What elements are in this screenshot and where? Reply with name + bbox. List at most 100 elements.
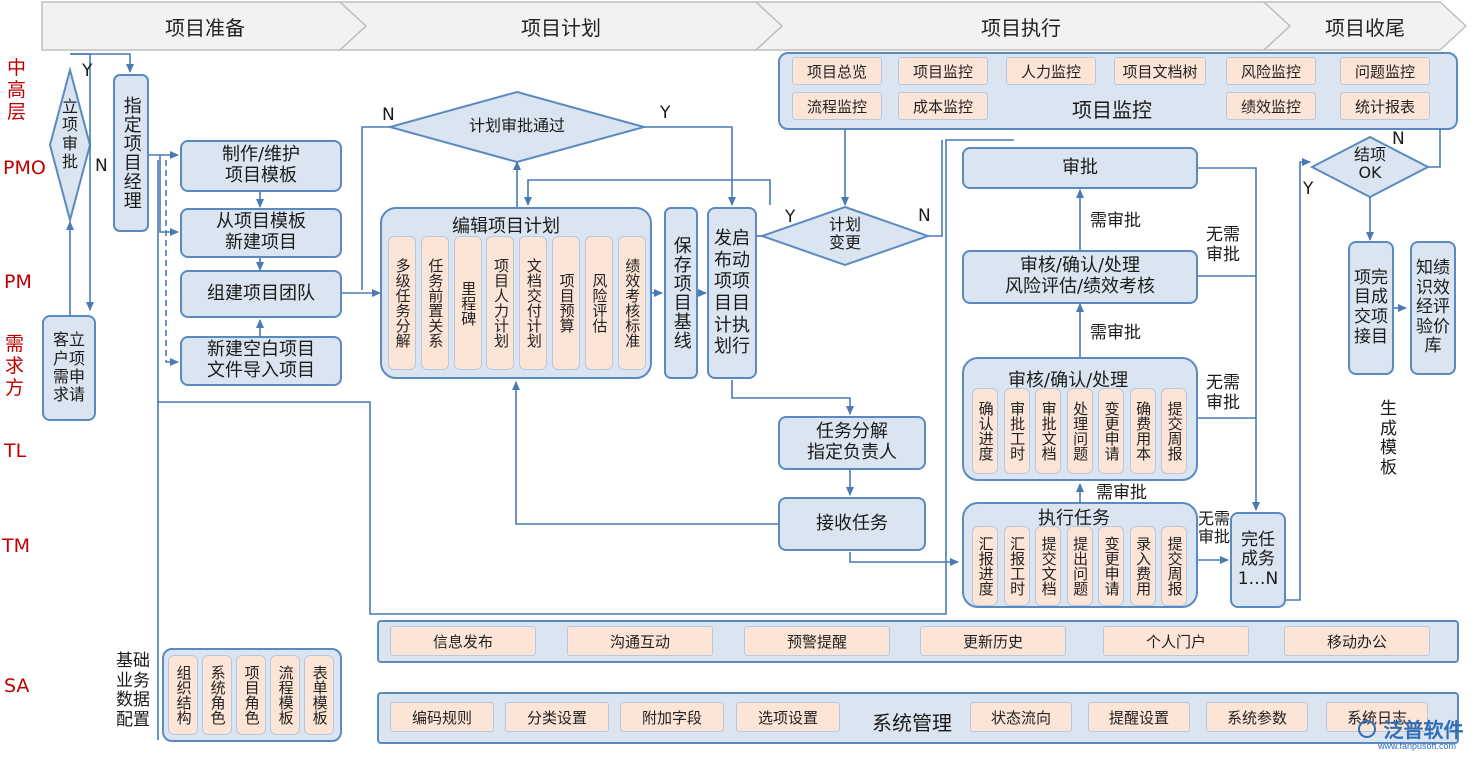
edit-plan-item[interactable]: 任务前置关系: [420, 236, 449, 370]
role-demand: 需 求 方: [5, 333, 25, 399]
monitor-chip[interactable]: 统计报表: [1340, 92, 1430, 120]
review-item[interactable]: 处理问题: [1066, 388, 1093, 474]
exec-item[interactable]: 提出问题: [1066, 526, 1093, 606]
collab-chip[interactable]: 移动办公: [1284, 626, 1430, 656]
generate-template-label: 生 成 模 板: [1380, 399, 1397, 478]
review-risk-box[interactable]: 审核/确认/处理 风险评估/绩效考核: [962, 250, 1198, 304]
sys-chip[interactable]: 分类设置: [505, 702, 609, 732]
close-no-label: N: [1392, 129, 1405, 149]
need-approval-label-2: 需审批: [1090, 323, 1141, 343]
edit-plan-item[interactable]: 风险评估: [584, 236, 613, 370]
collab-chip[interactable]: 预警提醒: [744, 626, 890, 656]
review-item[interactable]: 提交周报: [1161, 388, 1187, 474]
no-approval-label-2: 无需 审批: [1206, 373, 1240, 413]
sa-item[interactable]: 系统角色: [202, 655, 232, 735]
role-senior: 中 高 层: [7, 57, 27, 123]
review-process-title: 审核/确认/处理: [1008, 370, 1129, 391]
review-item[interactable]: 确费用本: [1129, 388, 1156, 474]
sys-chip[interactable]: 编码规则: [390, 702, 494, 732]
exec-item[interactable]: 提交文档: [1035, 526, 1061, 606]
sa-item[interactable]: 表单模板: [304, 655, 334, 735]
monitor-chip[interactable]: 人力监控: [1006, 57, 1096, 85]
phase-chevron-close: [1262, 1, 1468, 51]
edit-plan-title: 编辑项目计划: [452, 216, 560, 237]
collab-chip[interactable]: 更新历史: [920, 626, 1066, 656]
publish-plan-box[interactable]: 发启布动项项目目计执划行: [707, 207, 757, 379]
task-assign-box[interactable]: 任务分解 指定负责人: [778, 416, 926, 470]
team-box[interactable]: 组建项目团队: [180, 270, 342, 318]
sys-chip[interactable]: 系统日志: [1326, 702, 1428, 732]
knowledge-box[interactable]: 知绩 识效 经评 验价 库: [1410, 241, 1456, 375]
phase-exec-label: 项目执行: [981, 16, 1061, 40]
sa-item[interactable]: 项目角色: [236, 655, 266, 735]
complete-task-box[interactable]: 完任 成务 1…N: [1230, 512, 1286, 608]
sa-config-label: 基础 业务 数据 配置: [116, 651, 150, 730]
sys-chip[interactable]: 选项设置: [736, 702, 840, 732]
monitor-chip[interactable]: 绩效监控: [1226, 92, 1316, 120]
role-pm: PM: [4, 271, 32, 293]
save-baseline-box[interactable]: 保存项目基线: [664, 207, 698, 379]
approval-diamond-text: 立 项 审 批: [61, 97, 78, 172]
receive-task-box[interactable]: 接收任务: [778, 497, 926, 551]
handover-box[interactable]: 项完 目成 交项 接目: [1348, 241, 1394, 375]
edit-plan-item[interactable]: 项目人力计划: [486, 236, 515, 370]
brand-url: www.fanpusoft.com: [1378, 741, 1457, 751]
logo-icon: [1358, 719, 1376, 738]
phase-prep-label: 项目准备: [165, 16, 245, 40]
role-tm: TM: [2, 535, 30, 557]
exec-item[interactable]: 变更申请: [1098, 526, 1124, 606]
approval-yes-label: Y: [82, 61, 93, 81]
brand-name: 泛普软件: [1383, 720, 1464, 742]
review-item[interactable]: 确认进度: [972, 388, 998, 474]
exec-item[interactable]: 汇报进度: [972, 526, 998, 606]
monitor-chip[interactable]: 问题监控: [1340, 57, 1430, 85]
approval-no-label: N: [95, 156, 108, 176]
blank-import-box[interactable]: 新建空白项目 文件导入项目: [180, 336, 342, 386]
collab-chip[interactable]: 信息发布: [390, 626, 536, 656]
role-sa: SA: [4, 675, 30, 697]
sys-chip[interactable]: 系统参数: [1206, 702, 1308, 732]
edit-plan-item[interactable]: 里程碑: [453, 236, 482, 370]
collab-bar: [377, 620, 1459, 663]
exec-item[interactable]: 汇报工时: [1003, 526, 1030, 606]
review-item[interactable]: 审批文档: [1035, 388, 1061, 474]
exec-item[interactable]: 录入费用: [1129, 526, 1156, 606]
from-template-box[interactable]: 从项目模板 新建项目: [180, 208, 342, 258]
client-request-box[interactable]: 客立 户项 需申 求请: [42, 315, 96, 421]
edit-plan-item[interactable]: 绩效考核标准: [617, 236, 646, 370]
role-tl: TL: [4, 440, 27, 462]
review-item[interactable]: 审批工时: [1003, 388, 1030, 474]
no-approval-label-3: 无需 审批: [1198, 509, 1231, 547]
assign-pm-box[interactable]: 指定项目经理: [113, 74, 149, 232]
monitor-chip[interactable]: 流程监控: [792, 92, 882, 120]
exec-item[interactable]: 提交周报: [1161, 526, 1187, 606]
edit-plan-item[interactable]: 文档交付计划: [519, 236, 548, 370]
edit-plan-item[interactable]: 项目预算: [552, 236, 580, 370]
sys-chip[interactable]: 提醒设置: [1088, 702, 1190, 732]
edit-plan-item[interactable]: 多级任务分解: [388, 236, 416, 370]
monitor-chip[interactable]: 项目文档树: [1114, 57, 1206, 85]
need-approval-label-3: 需审批: [1096, 483, 1147, 503]
review-item[interactable]: 变更申请: [1098, 388, 1124, 474]
sys-bar-title: 系统管理: [872, 711, 952, 735]
collab-chip[interactable]: 沟通互动: [567, 626, 713, 656]
close-yes-label: Y: [1303, 179, 1314, 199]
template-box[interactable]: 制作/维护 项目模板: [180, 140, 342, 192]
monitor-chip[interactable]: 项目监控: [898, 57, 988, 85]
need-approval-label-1: 需审批: [1090, 211, 1141, 231]
phase-plan-label: 项目计划: [521, 16, 601, 40]
plan-change-diamond-shape: [758, 205, 932, 267]
sa-item[interactable]: 组织结构: [168, 655, 198, 735]
monitor-chip[interactable]: 风险监控: [1226, 57, 1316, 85]
monitor-chip[interactable]: 项目总览: [792, 57, 882, 85]
plan-review-yes-label: Y: [660, 103, 671, 123]
monitor-chip[interactable]: 成本监控: [898, 92, 988, 120]
publish-plan-text: 发启布动项项目目计执划行: [714, 228, 750, 358]
sa-item[interactable]: 流程模板: [270, 655, 300, 735]
plan-review-no-label: N: [382, 105, 395, 125]
sys-chip[interactable]: 附加字段: [620, 702, 724, 732]
approve-box[interactable]: 审批: [962, 147, 1198, 189]
sys-chip[interactable]: 状态流向: [970, 702, 1072, 732]
collab-chip[interactable]: 个人门户: [1103, 626, 1249, 656]
